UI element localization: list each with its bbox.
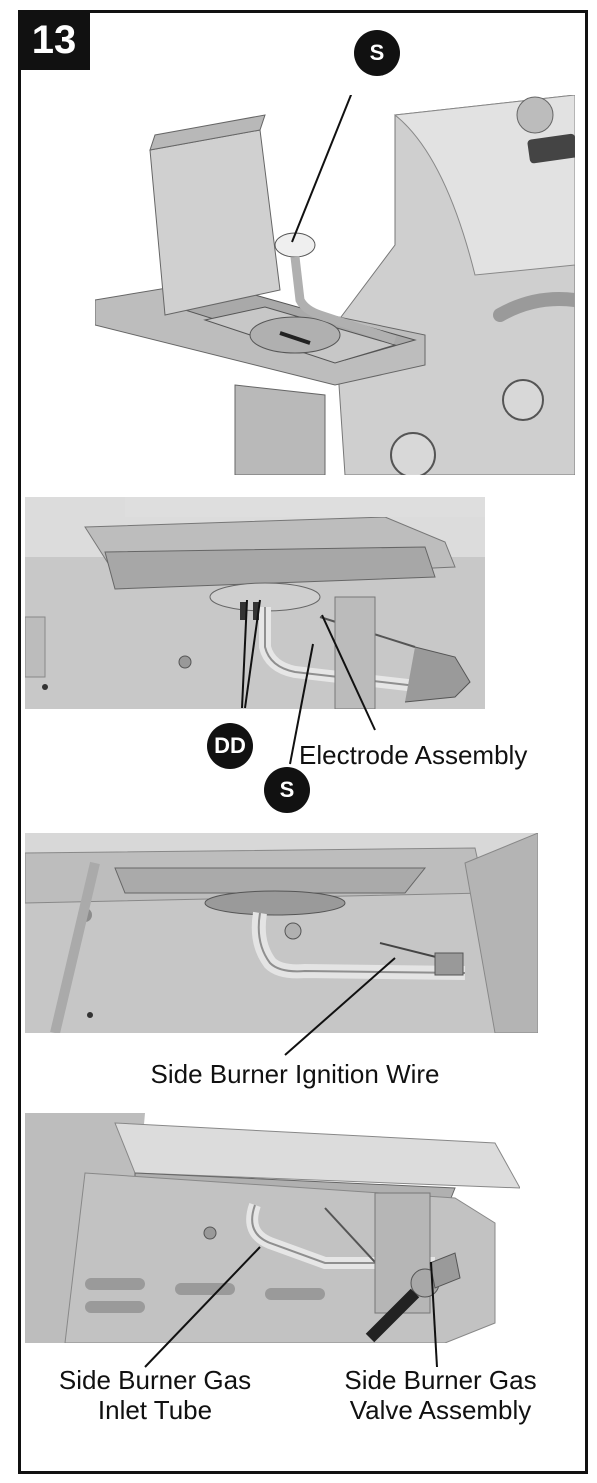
panel-4-leaders xyxy=(144,1246,438,1368)
valve-assembly-label: Side Burner Gas Valve Assembly xyxy=(318,1365,563,1426)
step-number-badge: 13 xyxy=(18,10,90,70)
ignition-wire-label: Side Burner Ignition Wire xyxy=(150,1059,440,1089)
callout-s-panel1: S xyxy=(354,30,400,76)
panel-2-leaders xyxy=(241,599,376,765)
panel-3-leader xyxy=(284,957,396,1056)
step-frame xyxy=(18,10,588,1474)
callout-dd-panel2: DD xyxy=(207,723,253,769)
panel-1-illustration xyxy=(95,95,575,475)
inlet-tube-label-line1: Side Burner Gas xyxy=(58,1365,252,1395)
inlet-tube-label-line2: Inlet Tube xyxy=(97,1394,213,1425)
valve-assembly-label-line1: Side Burner Gas xyxy=(344,1365,537,1395)
electrode-assembly-label: Electrode Assembly xyxy=(299,740,528,770)
valve-assembly-label-line2: Valve Assembly xyxy=(349,1394,532,1425)
inlet-tube-label: Side Burner Gas Inlet Tube xyxy=(35,1365,275,1426)
panel-4-illustration xyxy=(25,1113,520,1343)
panel-3-illustration xyxy=(25,833,538,1033)
panel-2-illustration xyxy=(25,497,485,709)
callout-s-panel2: S xyxy=(264,767,310,813)
